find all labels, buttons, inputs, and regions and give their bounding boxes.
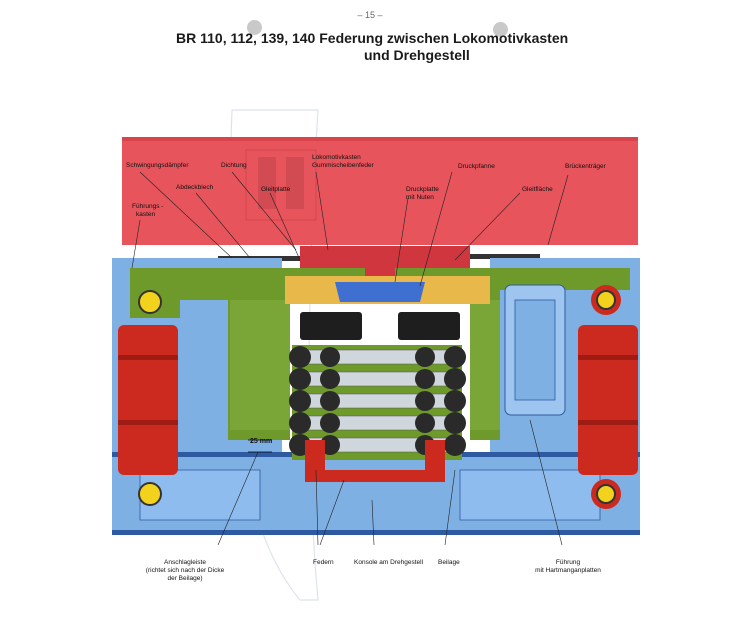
label-fuehrung-1: Führung bbox=[555, 559, 581, 566]
label-beilage: Beilage bbox=[438, 559, 460, 566]
label-dichtung: Dichtung bbox=[221, 162, 247, 169]
label-federn: Federn bbox=[313, 559, 334, 566]
page-title: BR 110, 112, 139, 140 Federung zwischen … bbox=[176, 30, 616, 64]
spring-cap-right bbox=[398, 312, 460, 340]
bogie-console bbox=[305, 440, 445, 482]
locomotive-body bbox=[122, 137, 638, 245]
label-schwingungsdaempfer: Schwingungsdämpfer bbox=[126, 162, 189, 169]
damper-left bbox=[118, 290, 178, 506]
label-brueckentraeger: Brückenträger bbox=[565, 163, 606, 170]
label-abdeckblech: Abdeckblech bbox=[176, 184, 214, 191]
title-line-2: und Drehgestell bbox=[364, 47, 470, 63]
damper-right bbox=[578, 285, 638, 509]
label-anschlagleiste-1: Anschlagleiste bbox=[164, 559, 206, 566]
label-lokomotivkasten: Lokomotivkasten bbox=[312, 154, 361, 161]
cover-plate-right bbox=[440, 254, 540, 259]
label-gleitflaeche: Gleitfläche bbox=[522, 186, 553, 193]
punch-hole-left bbox=[247, 20, 262, 35]
label-dim-25mm: 25 mm bbox=[250, 438, 273, 445]
label-anschlagleiste-3: der Beilage) bbox=[167, 575, 203, 582]
label-anschlagleiste-2: (richtet sich nach der Dicke bbox=[145, 567, 225, 574]
label-druckplatte: Druckplatte bbox=[406, 186, 439, 193]
label-konsole: Konsole am Drehgestell bbox=[354, 559, 424, 566]
spring-cap-left bbox=[300, 312, 362, 340]
label-drucknapf: Druckpfanne bbox=[458, 163, 495, 170]
pressure-plate bbox=[335, 282, 425, 302]
label-fuehrungskasten-1: Führungs - bbox=[132, 203, 164, 210]
leader-lines bbox=[131, 171, 569, 546]
label-gleitplatte: Gleitplatte bbox=[261, 186, 291, 193]
page-number: – 15 – bbox=[357, 10, 383, 20]
lower-bracket bbox=[300, 246, 470, 268]
label-gummischeibenfeder: Gummischeibenfeder bbox=[312, 162, 374, 169]
title-line-1: BR 110, 112, 139, 140 Federung zwischen … bbox=[176, 30, 569, 46]
label-fuehrung-2: mit Hartmanganplatten bbox=[535, 567, 601, 574]
label-fuehrungskasten-2: kasten bbox=[136, 211, 156, 218]
punch-hole-right bbox=[493, 22, 508, 37]
label-mit-nuten: mit Nuten bbox=[406, 194, 434, 201]
